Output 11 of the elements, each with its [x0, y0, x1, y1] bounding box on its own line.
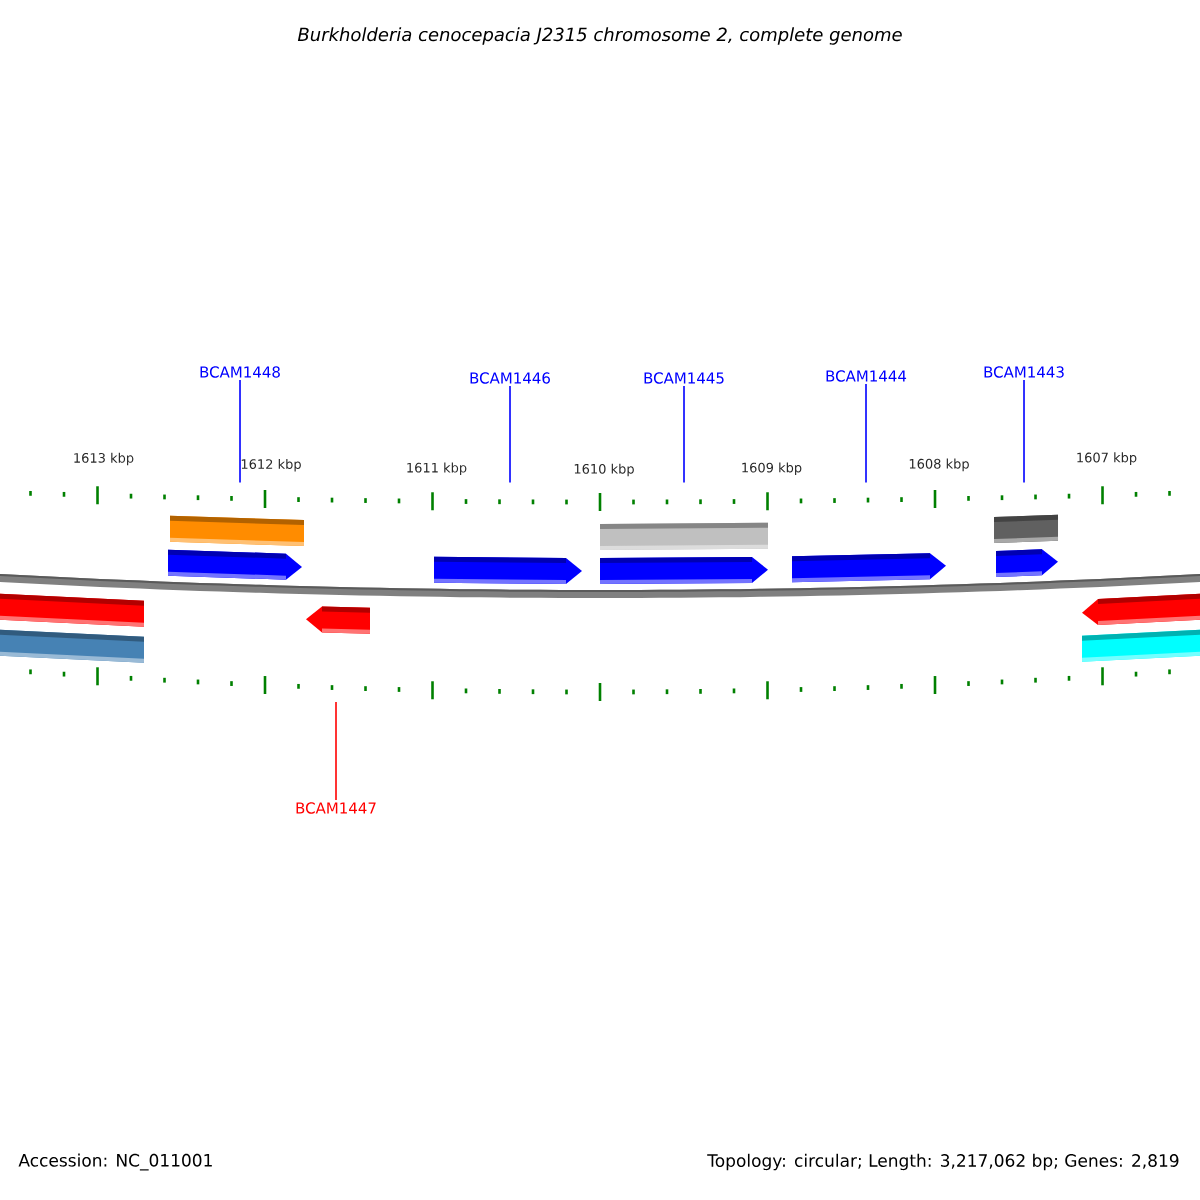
leader-line: [1023, 379, 1025, 484]
leader-line: [865, 383, 867, 484]
title: Burkholderia cenocepacia J2315 chromosome 2, complete genome: [297, 27, 902, 45]
footer-text: Topology: circular; Length: 3,217,062 bp; Genes: 2,819: [707, 1153, 1179, 1171]
scale-ruler: [29, 667, 1171, 701]
footer-text: Accession: NC_011001: [18, 1153, 212, 1171]
leader-line: [239, 379, 241, 484]
leader-line: [335, 701, 337, 801]
scale-ruler: [29, 486, 1171, 511]
leader-line: [509, 385, 511, 484]
leader-line: [683, 385, 685, 484]
